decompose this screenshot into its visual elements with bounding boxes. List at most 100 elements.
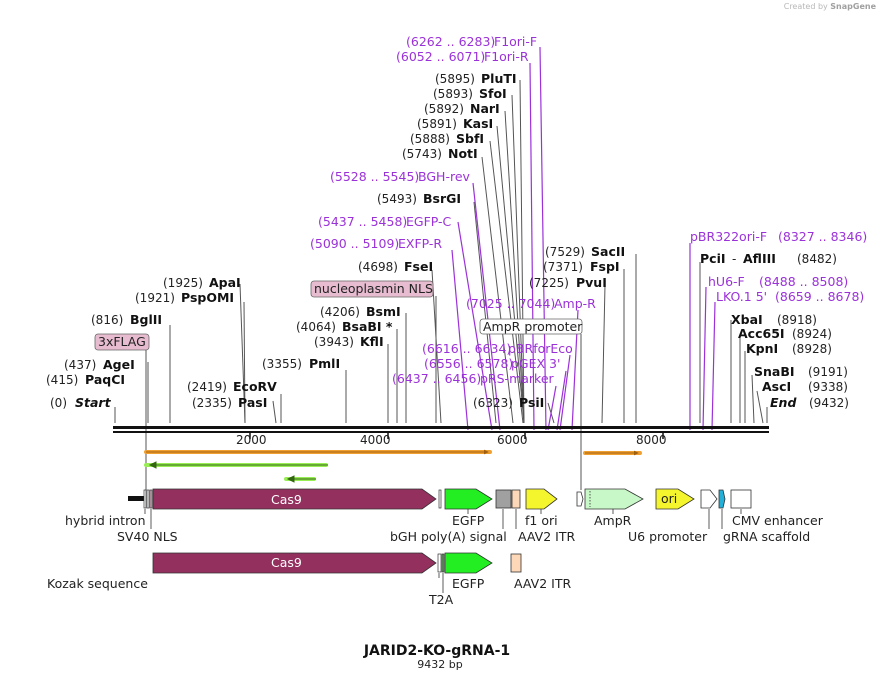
site-name: BglII [130,312,162,327]
hybrid-intron-mark [143,489,147,509]
feature-label: f1 ori [525,513,558,528]
ruler-tick-label: 4000 [360,433,391,447]
site-name: PasI [238,395,267,410]
feature-label: hybrid intron [65,513,146,528]
site-name: PciI [700,251,726,266]
site-position: (5895) [435,72,475,86]
site-position: (816) [91,313,123,327]
site-separator: - [732,252,736,266]
site-name: PsiI [519,395,544,410]
site-position: (5892) [424,102,464,116]
site-position: (9191) [808,365,848,379]
flag-mark [149,489,153,509]
primer-name: hU6-F [708,274,745,289]
site-position: (4064) [296,320,336,334]
feature-track-2: Cas9 [152,552,522,574]
site-name: BsmI [366,304,401,319]
site-position: (3355) [262,357,302,371]
site-name: XbaI [731,312,763,327]
site-name: BsaBI * [342,319,393,334]
primer-name: F1ori-R [484,49,529,64]
site-position: (5743) [402,147,442,161]
egfp-feature [444,488,493,510]
ruler-tick-label: 8000 [636,433,667,447]
primer-range: (6052 .. 6071) [396,49,485,64]
cas9-feature-2 [152,552,437,574]
primer-name: pBR322ori-F [690,229,767,244]
primer-range: (6437 .. 6456) [392,371,481,386]
ori-feature [655,488,695,510]
primer-name: F1ori-F [494,34,537,49]
feature-track-1: Cas9 ori [128,488,752,510]
site-name: Acc65I [738,326,785,341]
site-position: (437) [64,358,96,372]
nucleoplasmin-nls-label: nucleoplasmin NLS [314,281,433,296]
flag-tag-label: 3xFLAG [98,334,146,349]
primer-name: pGEX 3' [511,356,560,371]
primer-range: (5437 .. 5458) [318,214,407,229]
site-name: SbfI [456,131,484,146]
site-position: (5891) [417,117,457,131]
site-position: (8918) [777,313,817,327]
nucleoplasmin-nls-box: nucleoplasmin NLS [310,280,434,298]
primer-range: (6262 .. 6283) [406,34,495,49]
feature-label: AAV2 ITR [514,576,571,591]
site-name: FspI [590,259,620,274]
site-name: AgeI [103,357,135,372]
primer-range: (8488 .. 8508) [759,274,848,289]
site-position: (8924) [792,327,832,341]
feature-label-ticks [144,509,742,529]
cas9-label: Cas9 [271,492,302,507]
site-position: (5493) [377,192,417,206]
site-name: PspOMI [181,290,234,305]
ampr-feature [584,488,644,510]
backbone [113,426,769,433]
site-name: BsrGI [423,191,461,206]
primer-name: LKO.1 5' [716,289,767,304]
site-name: SacII [591,244,625,259]
primer-range: (8327 .. 8346) [778,229,867,244]
site-position: (8928) [792,342,832,356]
plasmid-length: 9432 bp [417,658,462,671]
primer-name: EXFP-R [398,236,442,251]
nls-mark [438,489,442,509]
egfp-feature-2 [444,552,493,574]
site-name: AscI [762,379,791,394]
feature-labels-track-1: hybrid intron SV40 NLS EGFP bGH poly(A) … [65,513,824,544]
primer-range: (6616 .. 6634) [422,341,511,356]
site-name: KflI [360,334,384,349]
site-position: (9338) [808,380,848,394]
site-name: Start [75,395,112,410]
site-position: (8482) [797,252,837,266]
site-leader-lines [114,79,768,490]
site-name: PluTI [481,71,517,86]
grna-scaffold-feature [718,489,726,509]
primer-leader-lines [451,46,716,431]
site-name: NarI [470,101,500,116]
site-name: PvuI [576,275,607,290]
feature-label: gRNA scaffold [723,529,810,544]
feature-label: AAV2 ITR [518,529,575,544]
site-position: (7371) [543,260,583,274]
ampr-promoter-feature [576,491,584,507]
primer-range: (5528 .. 5545) [330,169,419,184]
plasmid-title: JARID2-KO-gRNA-1 [363,643,510,659]
primer-range: (7025 .. 7044) [466,296,555,311]
cas9-label-2: Cas9 [271,555,302,570]
f1-ori-feature [525,488,558,510]
cas9-feature [152,488,437,510]
site-name: SnaBI [754,364,795,379]
site-position: (2335) [192,396,232,410]
site-position: (415) [46,373,78,387]
site-position: (5888) [410,132,450,146]
snapgene-credit: Created by SnapGene [784,2,876,11]
restriction-sites: (0) Start (415) PaqCI (437) AgeI (816) B… [46,71,849,410]
site-position: (3943) [314,335,354,349]
orf-lines [144,449,642,483]
primer-range: (8659 .. 8678) [775,289,864,304]
feature-label-ticks-2 [438,573,444,593]
primer-range: (6556 .. 6578) [424,356,513,371]
ruler-tick-label: 6000 [497,433,528,447]
ampr-promoter-label: AmpR promoter [483,319,583,334]
feature-labels-track-2: Kozak sequence EGFP T2A AAV2 ITR [47,576,571,607]
